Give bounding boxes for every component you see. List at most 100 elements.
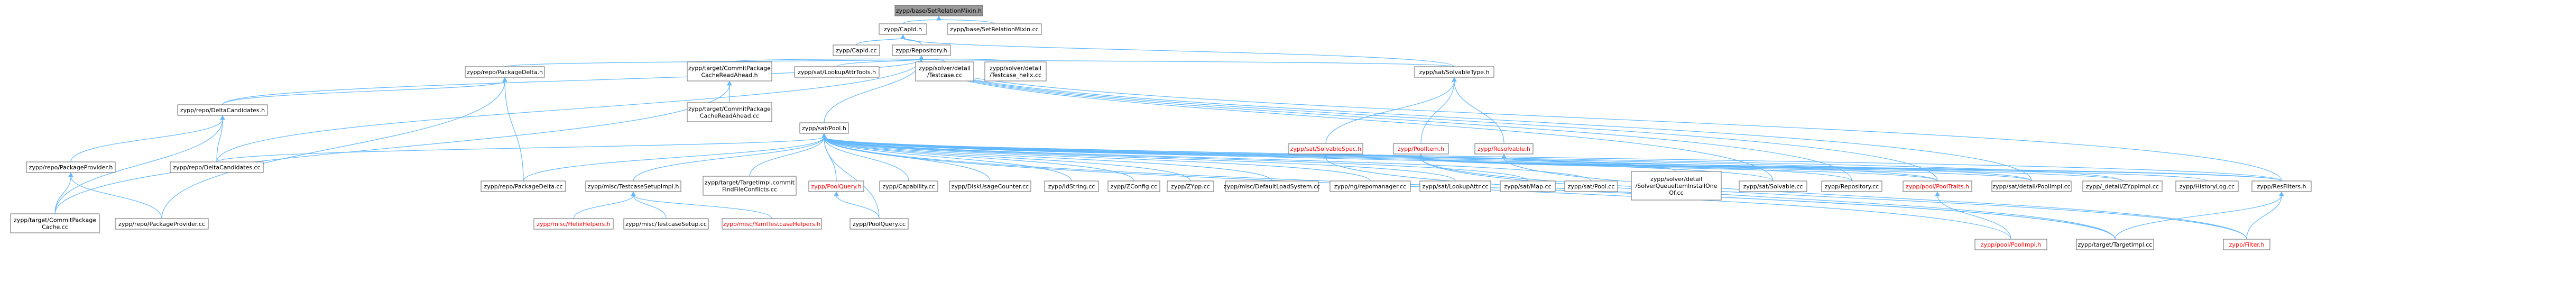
- node-pool_h[interactable]: zypp/sat/Pool.h: [799, 122, 849, 134]
- node-diskusage[interactable]: zypp/DiskUsageCounter.cc: [949, 180, 1031, 192]
- node-poolquery_h[interactable]: zypp/PoolQuery.h: [808, 180, 864, 192]
- edge-line: [824, 137, 1592, 182]
- node-box: [1414, 66, 1494, 78]
- node-testcase_hx[interactable]: zypp/solver/detail/Testcase_helix.cc: [984, 61, 1047, 81]
- node-label: zypp/repo/PackageProvider.h: [29, 164, 113, 171]
- node-poolimpl_h[interactable]: zypp/pool/PoolImpl.h: [1974, 239, 2047, 250]
- node-commitra_h[interactable]: zypp/target/CommitPackageCacheReadAhead.…: [687, 61, 772, 81]
- edge-line: [54, 176, 71, 214]
- node-testcase_cc[interactable]: zypp/solver/detail/Testcase.cc: [915, 61, 974, 81]
- node-targetimpl[interactable]: zypp/target/TargetImpl.cc: [2076, 239, 2154, 250]
- node-deflocal[interactable]: zypp/misc/DefaultLoadSystem.cc: [1224, 180, 1320, 192]
- node-tsetup_h[interactable]: zypp/misc/TestcaseSetupImpl.h: [585, 180, 681, 192]
- edge-line: [824, 137, 1938, 182]
- node-pool_cc[interactable]: zypp/sat/Pool.cc: [1564, 180, 1618, 192]
- node-pkgdelta_cc[interactable]: zypp/repo/PackageDelta.cc: [481, 180, 566, 192]
- node-tgtimpl_cc[interactable]: zypp/target/TargetImpl.commitFindFileCon…: [703, 176, 797, 196]
- node-resfilter[interactable]: zypp/ResFilters.h: [2251, 180, 2312, 192]
- node-label: zypp/base/SetRelationMixin.cc: [950, 26, 1038, 33]
- node-capid_h[interactable]: zypp/CapId.h: [879, 23, 927, 35]
- node-solvable_cc[interactable]: zypp/sat/Solvable.cc: [1739, 180, 1807, 192]
- node-label: zypp/target/CommitPackage: [688, 65, 771, 72]
- node-pooltraits[interactable]: zypp/pool/PoolTraits.h: [1903, 180, 1972, 192]
- node-repository_cc[interactable]: zypp/Repository.cc: [1821, 180, 1882, 192]
- edge-line: [824, 137, 2282, 182]
- nodes-layer: zypp/base/SetRelationMixin.hzypp/CapId.h…: [10, 5, 2312, 250]
- edge-line: [921, 59, 2032, 182]
- node-label: zypp/misc/TestcaseSetupImpl.h: [588, 183, 679, 190]
- node-label: zypp/sat/SolvableSpec.h: [1290, 146, 1362, 152]
- edge-pkgprov_h-pkgprov_cc: [68, 172, 162, 219]
- edge-repository-lookupattr: [836, 55, 924, 67]
- node-pkgprov_cc[interactable]: zypp/repo/PackageProvider.cc: [115, 218, 209, 230]
- node-label: zypp/misc/HelixHelpers.h: [537, 221, 610, 228]
- node-setrel_cc[interactable]: zypp/base/SetRelationMixin.cc: [947, 23, 1042, 35]
- edge-line: [836, 59, 922, 67]
- edge-line: [633, 195, 772, 219]
- node-filter[interactable]: zypp/Filter.h: [2223, 239, 2270, 250]
- node-resolvable[interactable]: zypp/Resolvable.h: [1474, 143, 1534, 155]
- node-box: [794, 66, 880, 78]
- edge-line: [824, 137, 2123, 182]
- edge-line: [921, 59, 1455, 67]
- node-repository[interactable]: zypp/Repository.h: [892, 44, 951, 56]
- edge-arrowhead: [727, 80, 732, 86]
- node-histlog[interactable]: zypp/HistoryLog.cc: [2175, 180, 2239, 192]
- node-map_cc[interactable]: zypp/sat/Map.cc: [1500, 180, 1556, 192]
- node-box: [115, 218, 209, 230]
- node-capability[interactable]: zypp/Capability.cc: [879, 180, 938, 192]
- node-box: [1167, 180, 1214, 192]
- edge-line: [1454, 80, 1504, 144]
- node-deltacand_cc[interactable]: zypp/repo/DeltaCandidates.cc: [170, 161, 264, 173]
- node-zypp_cc[interactable]: zypp/ZYpp.cc: [1167, 180, 1214, 192]
- node-poolquery_cc[interactable]: zypp/PoolQuery.cc: [850, 218, 909, 230]
- edge-capid_h-capid_cc: [856, 34, 906, 46]
- node-deltacand_h[interactable]: zypp/repo/DeltaCandidates.h: [177, 104, 268, 116]
- node-box: [1225, 180, 1319, 192]
- node-label: zypp/misc/TestcaseSetup.cc: [625, 221, 707, 228]
- node-label: zypp/sat/Solvable.cc: [1743, 183, 1803, 190]
- node-satpoolimpl[interactable]: zypp/sat/detail/PoolImpl.cc: [1991, 180, 2072, 192]
- node-label: zypp/ng/repomanager.cc: [1334, 183, 1406, 190]
- node-box: [10, 213, 100, 233]
- edge-line: [573, 195, 634, 219]
- node-tsetup_cc[interactable]: zypp/misc/TestcaseSetup.cc: [623, 218, 709, 230]
- node-yaml[interactable]: zypp/misc/YamlTestcaseHelpers.h: [722, 218, 822, 230]
- node-label: zypp/ResFilters.h: [2257, 183, 2306, 190]
- node-box: [1419, 180, 1491, 192]
- node-pkgprov_h[interactable]: zypp/repo/PackageProvider.h: [26, 161, 116, 173]
- edge-repository-pooltraits: [919, 55, 1938, 182]
- node-box: [2175, 180, 2239, 192]
- node-box: [2223, 239, 2270, 250]
- edge-line: [729, 58, 922, 62]
- edge-pool_h-tsetup_h: [633, 133, 827, 182]
- node-idstring[interactable]: zypp/IdString.cc: [1044, 180, 1099, 192]
- node-solvspec_h[interactable]: zypp/sat/SolvableSpec.h: [1288, 143, 1363, 155]
- node-solvtype_h[interactable]: zypp/sat/SolvableType.h: [1414, 66, 1494, 78]
- node-lookupattr_cc[interactable]: zypp/sat/LookupAttr.cc: [1419, 180, 1491, 192]
- node-box: [1329, 180, 1411, 192]
- node-capid_cc[interactable]: zypp/CapId.cc: [833, 44, 880, 56]
- edge-line: [161, 80, 505, 219]
- node-commitra_cc[interactable]: zypp/target/CommitPackageCacheReadAhead.…: [687, 102, 772, 122]
- node-helix[interactable]: zypp/misc/HelixHelpers.h: [533, 218, 614, 230]
- node-pkgdelta_h[interactable]: zypp/repo/PackageDelta.h: [465, 66, 545, 78]
- node-zyppdetail[interactable]: zypp/_detail/ZYppImpl.cc: [2082, 180, 2163, 192]
- node-solverq[interactable]: zypp/solver/detail/SolverQueueItemInstal…: [1631, 171, 1722, 201]
- edge-line: [1420, 157, 2247, 240]
- node-label: /Testcase.cc: [927, 72, 962, 79]
- node-box: [703, 176, 797, 196]
- node-box: [949, 180, 1031, 192]
- node-box: [915, 61, 974, 81]
- node-box: [623, 218, 709, 230]
- edge-arrowhead: [502, 77, 507, 82]
- node-poolitem_h[interactable]: zypp/PoolItem.h: [1393, 143, 1449, 155]
- edge-tsetup_h-yaml: [631, 191, 772, 219]
- node-box: [481, 180, 566, 192]
- node-lookupattr[interactable]: zypp/sat/LookupAttrTools.h: [794, 66, 880, 78]
- node-ngrepo[interactable]: zypp/ng/repomanager.cc: [1329, 180, 1411, 192]
- edge-line: [633, 195, 667, 219]
- edge-tsetup_h-helix: [573, 191, 636, 219]
- node-zconfig[interactable]: zypp/ZConfig.cc: [1107, 180, 1160, 192]
